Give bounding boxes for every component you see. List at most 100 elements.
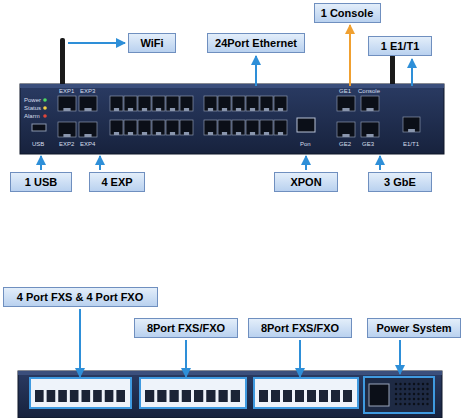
rj11-port [331, 390, 340, 402]
port-latch [170, 108, 175, 111]
rj11-port [319, 390, 328, 402]
vent-hole [408, 388, 410, 390]
rj11-port [206, 390, 215, 402]
port-latch [236, 108, 241, 111]
rj11-port [307, 390, 316, 402]
vent-hole [417, 403, 419, 405]
callout-text: 4 Port FXS & 4 Port FXO [17, 288, 144, 306]
port-latch [84, 108, 91, 111]
rj11-port [182, 390, 191, 402]
vent-hole [408, 383, 410, 385]
rj11-port [194, 390, 203, 402]
rj45-port [166, 120, 179, 135]
callout-text: 1 USB [25, 173, 57, 191]
callout-box: WiFi [128, 33, 176, 53]
port-label: Alarm [24, 113, 40, 120]
vent-hole [399, 383, 401, 385]
rj45-port [124, 120, 137, 135]
rj11-port [259, 390, 268, 402]
status-led [43, 114, 47, 118]
vent-hole [395, 388, 397, 390]
vent-hole [404, 393, 406, 395]
callout-box: XPON [274, 172, 338, 192]
callout-box: 4 EXP [89, 172, 145, 192]
rj45-port [403, 117, 420, 132]
port-latch [278, 108, 283, 111]
vent-hole [422, 398, 424, 400]
rj11-port [295, 390, 304, 402]
rj45-port [152, 120, 165, 135]
rear-panel [18, 371, 442, 418]
vent-hole [404, 398, 406, 400]
rj11-port [283, 390, 292, 402]
rj45-port [204, 120, 217, 135]
rj45-port [274, 96, 287, 111]
port-latch [156, 132, 161, 135]
port-latch [250, 132, 255, 135]
rj45-port [180, 96, 193, 111]
port-latch [128, 108, 133, 111]
vent-hole [417, 393, 419, 395]
port-latch [264, 132, 269, 135]
port-label: EXP4 [80, 141, 95, 148]
port-latch [142, 132, 147, 135]
vent-hole [404, 403, 406, 405]
vent-hole [413, 383, 415, 385]
rj11-port [70, 390, 79, 402]
rj11-port [271, 390, 280, 402]
rear-ports [30, 377, 434, 413]
front-ports [32, 96, 420, 137]
rj11-port [219, 390, 228, 402]
vent-hole [395, 398, 397, 400]
vent-hole [413, 398, 415, 400]
rj11-port [47, 390, 56, 402]
callout-box: 8Port FXS/FXO [248, 318, 352, 338]
vent-hole [426, 398, 428, 400]
port-latch [342, 134, 349, 137]
port-latch [142, 108, 147, 111]
power-section [364, 377, 434, 413]
port-latch [366, 108, 373, 111]
rj11-port [157, 390, 166, 402]
vent-hole [422, 383, 424, 385]
port-latch [128, 132, 133, 135]
port-latch [208, 132, 213, 135]
usb-port [32, 124, 46, 131]
rj45-port [138, 96, 151, 111]
panel-edge [20, 84, 444, 88]
rj45-port [79, 96, 97, 111]
port-latch [278, 132, 283, 135]
rj45-port [79, 122, 97, 137]
vent-hole [399, 398, 401, 400]
vent-hole [404, 388, 406, 390]
front-panel [20, 84, 444, 154]
callout-text: 4 EXP [101, 173, 132, 191]
rj11-port [170, 390, 179, 402]
port-label: Status [24, 105, 41, 112]
callout-box: 8Port FXS/FXO [134, 318, 238, 338]
callout-text: WiFi [140, 34, 163, 52]
callout-text: XPON [290, 173, 321, 191]
port-latch [156, 108, 161, 111]
port-latch [63, 108, 70, 111]
port-latch [208, 108, 213, 111]
vent-hole [426, 383, 428, 385]
rj45-port [152, 96, 165, 111]
callout-text: Power System [376, 319, 451, 337]
rj45-port [260, 96, 273, 111]
vent-hole [408, 398, 410, 400]
port-label: Pon [300, 141, 311, 148]
vent-hole [417, 383, 419, 385]
port-label: GE3 [362, 141, 374, 148]
callout-box: Power System [367, 318, 461, 338]
port-latch [264, 108, 269, 111]
rj45-port [180, 120, 193, 135]
vent-hole [422, 393, 424, 395]
callout-text: 3 GbE [384, 173, 416, 191]
callout-text: 1 Console [321, 4, 374, 22]
rj45-port [58, 96, 76, 111]
vent-hole [408, 393, 410, 395]
rj11-port [145, 390, 154, 402]
vent-hole [417, 388, 419, 390]
